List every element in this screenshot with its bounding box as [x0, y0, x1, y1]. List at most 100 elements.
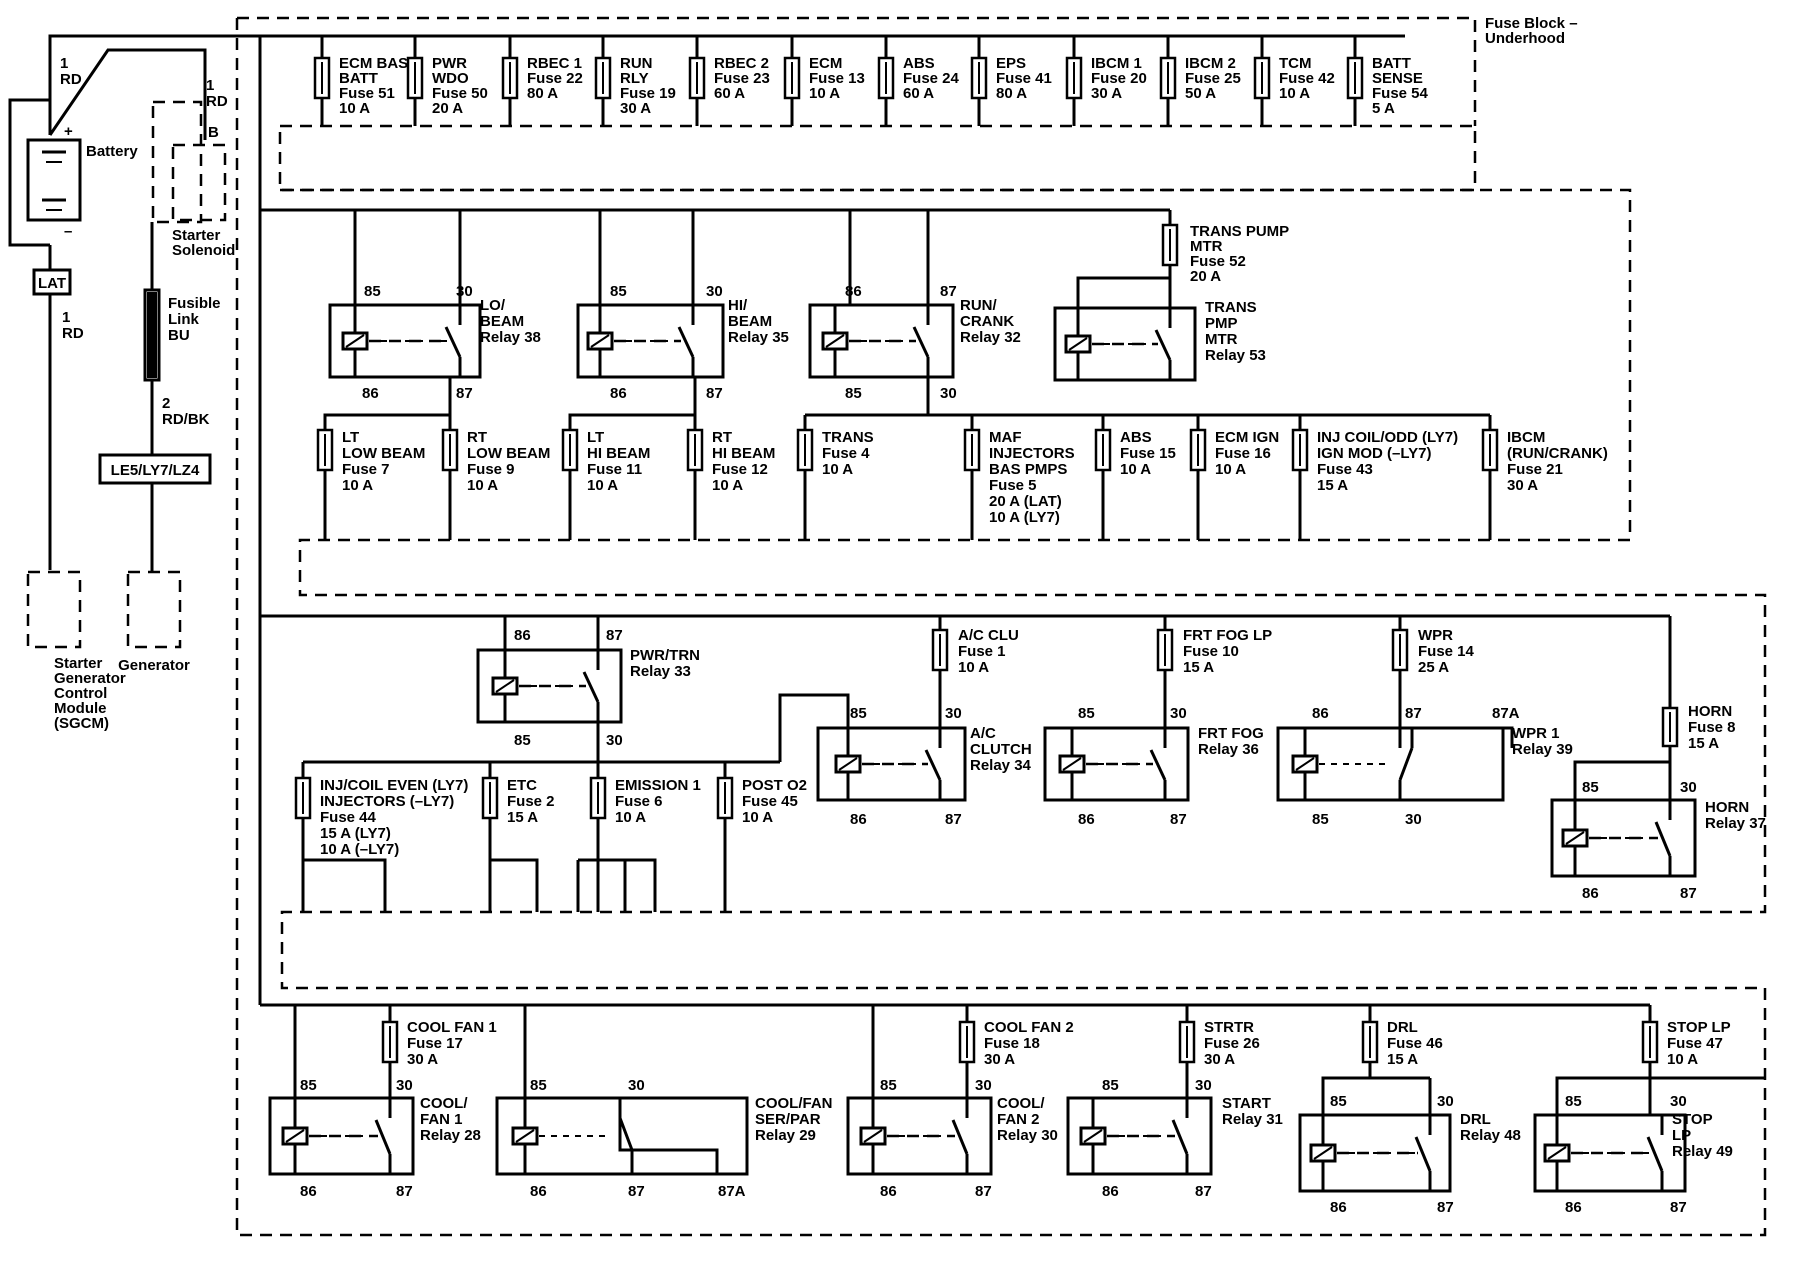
fusible-link-label: BU [168, 327, 190, 344]
relay-label: COOL/ [997, 1095, 1045, 1112]
fuse-label: ECM IGN [1215, 429, 1279, 446]
fuse-block-outline [237, 16, 1477, 126]
fuse-label: Fuse 15 [1120, 445, 1176, 462]
lat-label: LAT [38, 275, 66, 292]
pin-label: 30 [1670, 1093, 1687, 1110]
sgcm-label: Module [54, 700, 107, 717]
pin-label: 86 [1102, 1183, 1119, 1200]
wire-label: 1 [60, 55, 68, 72]
fuse-label: INJECTORS (–LY7) [320, 793, 454, 810]
wire-label: 1 [62, 309, 70, 326]
pin-label: 87 [456, 385, 473, 402]
coil-winding [495, 679, 515, 693]
pin-label: 85 [850, 705, 867, 722]
relay-label: Relay 30 [997, 1127, 1058, 1144]
fuse-label: HI BEAM [587, 445, 650, 462]
fuse-label: Fuse 2 [507, 793, 555, 810]
fuse-label: 15 A [1317, 477, 1348, 494]
terminal-label: B [208, 124, 219, 141]
drl-relay-contact [1414, 1136, 1432, 1172]
pin-label: 86 [514, 627, 531, 644]
relay-label: HORN [1705, 799, 1749, 816]
fuse-label: Fuse 46 [1387, 1035, 1443, 1052]
starter-solenoid-outline [151, 100, 203, 224]
fuse-label: Fuse 10 [1183, 643, 1239, 660]
pin-label: 30 [1170, 705, 1187, 722]
fuse-label: IGN MOD (–LY7) [1317, 445, 1431, 462]
wire-label: 1 [206, 77, 214, 94]
fuse-label: Fuse 12 [712, 461, 768, 478]
coil-winding [1062, 757, 1082, 771]
top-fuse-label: 80 A [996, 85, 1027, 102]
cool-fan-1-relay-contact [374, 1119, 392, 1155]
coil-winding [825, 334, 845, 348]
coil-winding [863, 1129, 883, 1143]
ac-clutch-relay-contact [924, 749, 942, 781]
fuse-label: LT [587, 429, 604, 446]
relay-label: LO/ [480, 297, 506, 314]
top-fuse-label: Fuse 20 [1091, 70, 1147, 87]
pin-label: 86 [530, 1183, 547, 1200]
top-fuse-label: Fuse 23 [714, 70, 770, 87]
fuse-label: 10 A [822, 461, 853, 478]
engine-option-box [98, 453, 212, 485]
coil-winding [1313, 1146, 1333, 1160]
pin-label: 30 [456, 283, 473, 300]
pin-label: 85 [845, 385, 862, 402]
pin-label: 87 [706, 385, 723, 402]
pin-label: 87 [606, 627, 623, 644]
top-fuse-label: PWR [432, 55, 467, 72]
pin-label: 85 [1330, 1093, 1347, 1110]
relay-label: SER/PAR [755, 1111, 821, 1128]
wire [301, 818, 387, 912]
pin-label: 87 [1437, 1199, 1454, 1216]
fuse-label: COOL FAN 1 [407, 1019, 497, 1036]
pin-label: 85 [514, 732, 531, 749]
fuse-label: MAF [989, 429, 1022, 446]
top-fuse-label: BATT [339, 70, 378, 87]
top-fuse-label: 60 A [714, 85, 745, 102]
fuse-label: 30 A [1507, 477, 1538, 494]
wire [1321, 1062, 1372, 1115]
top-fuse-label: 10 A [809, 85, 840, 102]
fuse-label: MTR [1190, 238, 1223, 255]
fuse-label: 15 A (LY7) [320, 825, 391, 842]
fuse-label: FRT FOG LP [1183, 627, 1272, 644]
pin-label: 85 [1078, 705, 1095, 722]
pin-label: 86 [1565, 1199, 1582, 1216]
pin-label: 85 [364, 283, 381, 300]
fuse-label: 10 A (–LY7) [320, 841, 399, 858]
engine-option-label: LE5/LY7/LZ4 [111, 462, 200, 479]
pin-label: 87 [1680, 885, 1697, 902]
fuse-label: STRTR [1204, 1019, 1254, 1036]
fuse-label: Fuse 14 [1418, 643, 1475, 660]
pin-label: 86 [1312, 705, 1329, 722]
fuse-label: ETC [507, 777, 537, 794]
fuse-label: RT [712, 429, 732, 446]
top-fuse-label: Fuse 25 [1185, 70, 1241, 87]
relay-label: Relay 35 [728, 329, 789, 346]
pin-label: 85 [1102, 1077, 1119, 1094]
relay-label: Relay 31 [1222, 1111, 1283, 1128]
relay-label: HI/ [728, 297, 748, 314]
pin-label: 87 [945, 811, 962, 828]
fuse-label: LOW BEAM [342, 445, 425, 462]
fuse-label: STOP LP [1667, 1019, 1731, 1036]
relay-label: WPR 1 [1512, 725, 1560, 742]
pin-label: 30 [1405, 811, 1422, 828]
fuse-block-label: Fuse Block – [1485, 15, 1578, 32]
coil-winding [1565, 831, 1585, 845]
pin-label: 86 [1330, 1199, 1347, 1216]
wire-label: RD [62, 325, 84, 342]
fusible-link-label: Fusible [168, 295, 221, 312]
fuse-label: Fuse 45 [742, 793, 798, 810]
fuse-label: Fuse 9 [467, 461, 515, 478]
relay-label: Relay 48 [1460, 1127, 1521, 1144]
wire-label: RD/BK [162, 411, 210, 428]
coil-winding [345, 334, 365, 348]
pin-label: 85 [300, 1077, 317, 1094]
pin-label: 87 [1195, 1183, 1212, 1200]
pin-label: 85 [610, 283, 627, 300]
top-fuse-label: RLY [620, 70, 649, 87]
